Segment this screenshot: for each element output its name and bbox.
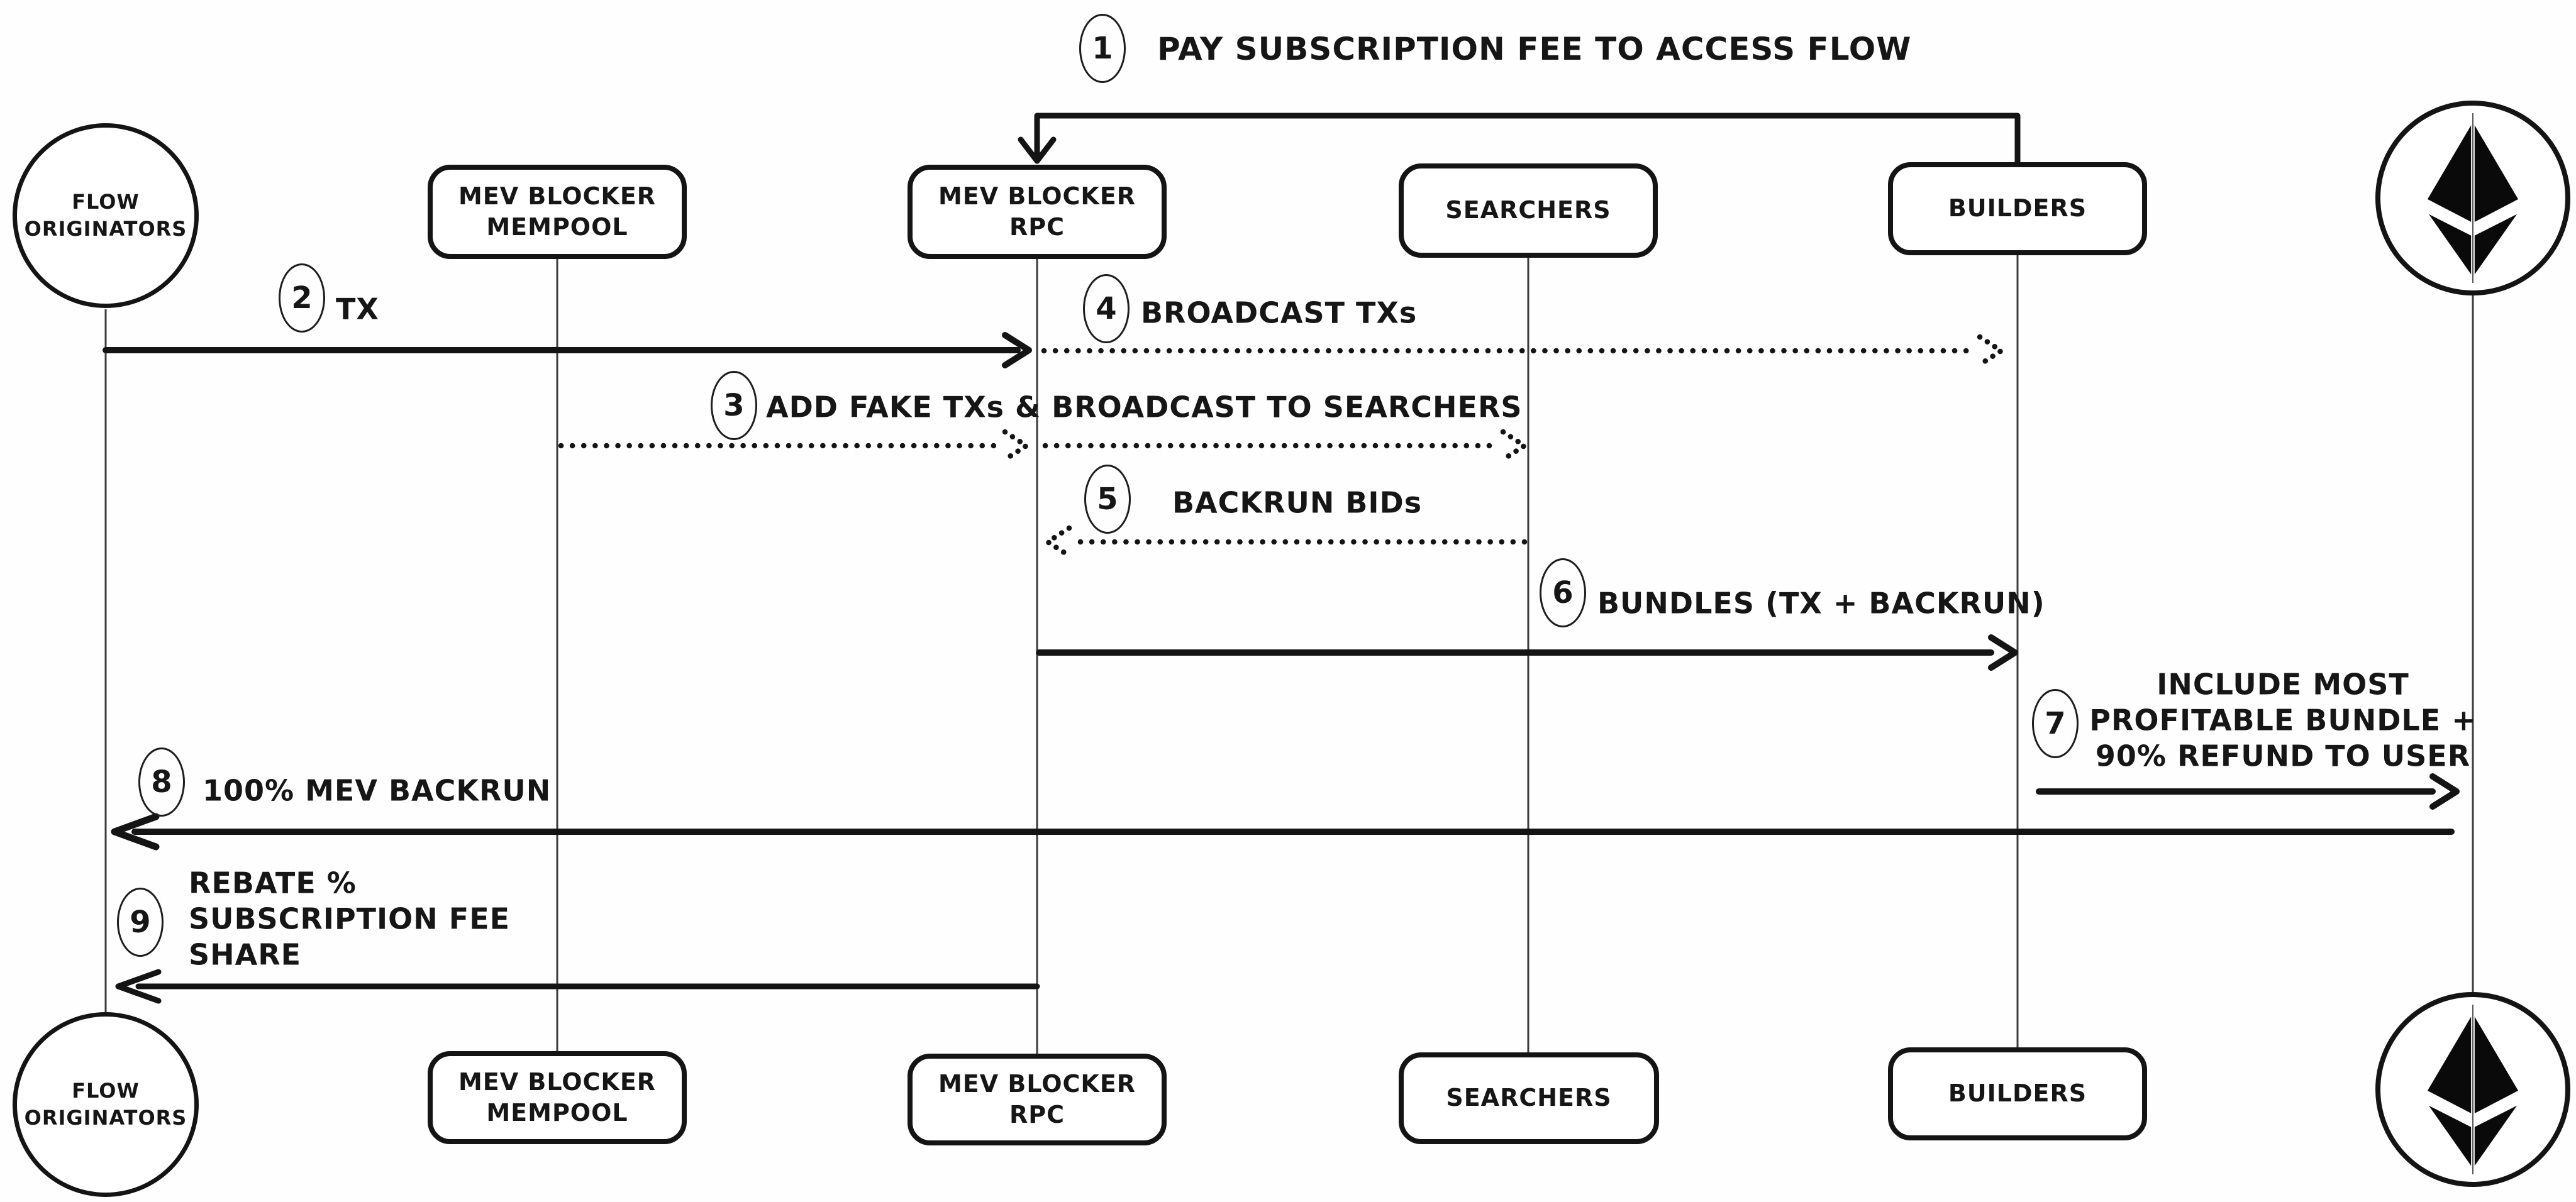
- actor-ethereum-top: [2375, 101, 2570, 295]
- arrowhead-left-dotted: [1043, 525, 1072, 559]
- message-9-label: REBATE % SUBSCRIPTION FEE SHARE: [189, 866, 511, 972]
- message-2-label: TX: [336, 292, 379, 326]
- step-8-badge: 8: [138, 747, 185, 817]
- actor-mev-blocker-rpc-top: MEV BLOCKER RPC: [908, 165, 1167, 259]
- actor-label: BUILDERS: [1948, 1079, 2087, 1108]
- actor-label: SEARCHERS: [1446, 1084, 1612, 1112]
- step-5-badge: 5: [1084, 465, 1131, 534]
- ethereum-axis-line: [2472, 113, 2473, 284]
- arrow-3-add-fake-txs: [558, 429, 1530, 463]
- actor-flow-originators-bottom: FLOW ORIGINATORS: [13, 1012, 199, 1197]
- arrowhead-right: [1988, 634, 2018, 671]
- step-number: 5: [1097, 482, 1118, 517]
- actor-label: MEV BLOCKER MEMPOOL: [458, 182, 657, 241]
- arrowhead-left: [111, 813, 160, 851]
- message-6-label: BUNDLES (TX + BACKRUN): [1597, 586, 2045, 620]
- step-number: 1: [1092, 31, 1113, 66]
- arrow-1-pay-subscription: [1018, 113, 2021, 167]
- arrow-5-backrun-bids: [1043, 525, 1528, 559]
- message-5-label: BACKRUN BIDs: [1172, 485, 1423, 520]
- message-4-label: BROADCAST TXs: [1141, 295, 1418, 330]
- step-6-badge: 6: [1540, 558, 1586, 627]
- arrowhead-right-dotted: [1977, 334, 2006, 368]
- step-number: 9: [130, 905, 151, 940]
- actor-label: BUILDERS: [1948, 194, 2087, 223]
- arrowhead-left: [115, 969, 162, 1004]
- step-number: 2: [291, 280, 313, 316]
- actor-label: FLOW ORIGINATORS: [24, 1078, 187, 1130]
- actor-label: MEV BLOCKER RPC: [938, 1069, 1136, 1128]
- arrow-4-broadcast-txs: [1041, 334, 2006, 368]
- step-number: 4: [1096, 291, 1117, 326]
- step-number: 3: [723, 388, 745, 423]
- arrow-6-bundles: [1036, 634, 2018, 671]
- actor-ethereum-bottom: [2375, 992, 2570, 1187]
- arrow-9-rebate: [115, 969, 1040, 1004]
- arrowhead-right: [1002, 332, 1032, 368]
- actor-mev-blocker-mempool-bottom: MEV BLOCKER MEMPOOL: [428, 1051, 687, 1144]
- step-7-badge: 7: [2032, 689, 2079, 758]
- actor-builders-bottom: BUILDERS: [1888, 1047, 2147, 1140]
- step-4-badge: 4: [1083, 274, 1130, 343]
- actor-mev-blocker-rpc-bottom: MEV BLOCKER RPC: [908, 1054, 1167, 1145]
- step-9-badge: 9: [117, 888, 164, 957]
- step-2-badge: 2: [279, 263, 325, 333]
- arrowhead-right: [2429, 773, 2460, 810]
- message-1-label: PAY SUBSCRIPTION FEE TO ACCESS FLOW: [1157, 31, 1912, 67]
- arrow-8-mev-backrun: [111, 813, 2455, 851]
- step-1-badge: 1: [1079, 14, 1126, 83]
- actor-mev-blocker-mempool-top: MEV BLOCKER MEMPOOL: [428, 165, 687, 259]
- arrowhead-right-dotted: [1002, 429, 1031, 463]
- actor-searchers-top: SEARCHERS: [1399, 163, 1658, 258]
- step-number: 8: [151, 764, 172, 800]
- actor-flow-originators-top: FLOW ORIGINATORS: [13, 123, 199, 308]
- actor-searchers-bottom: SEARCHERS: [1399, 1052, 1659, 1144]
- arrowhead-right-dotted: [1500, 429, 1530, 463]
- actor-builders-top: BUILDERS: [1888, 162, 2147, 255]
- ethereum-axis-line: [2472, 1004, 2473, 1175]
- message-3-label: ADD FAKE TXs & BROADCAST TO SEARCHERS: [766, 390, 1523, 424]
- arrow-2-tx: [103, 332, 1032, 368]
- arrowhead-down: [1018, 136, 1057, 164]
- step-3-badge: 3: [711, 371, 757, 440]
- actor-label: FLOW ORIGINATORS: [24, 189, 187, 241]
- ethereum-icon: [2427, 125, 2519, 275]
- ethereum-icon: [2427, 1017, 2519, 1166]
- message-7-label: INCLUDE MOST PROFITABLE BUNDLE + 90% REF…: [2089, 667, 2477, 773]
- arrow-7-include-bundle: [2036, 773, 2460, 810]
- actor-label: SEARCHERS: [1445, 196, 1611, 224]
- actor-label: MEV BLOCKER RPC: [938, 182, 1136, 241]
- message-8-label: 100% MEV BACKRUN: [203, 773, 552, 808]
- step-number: 7: [2045, 706, 2066, 741]
- step-number: 6: [1552, 575, 1574, 610]
- actor-label: MEV BLOCKER MEMPOOL: [458, 1067, 657, 1127]
